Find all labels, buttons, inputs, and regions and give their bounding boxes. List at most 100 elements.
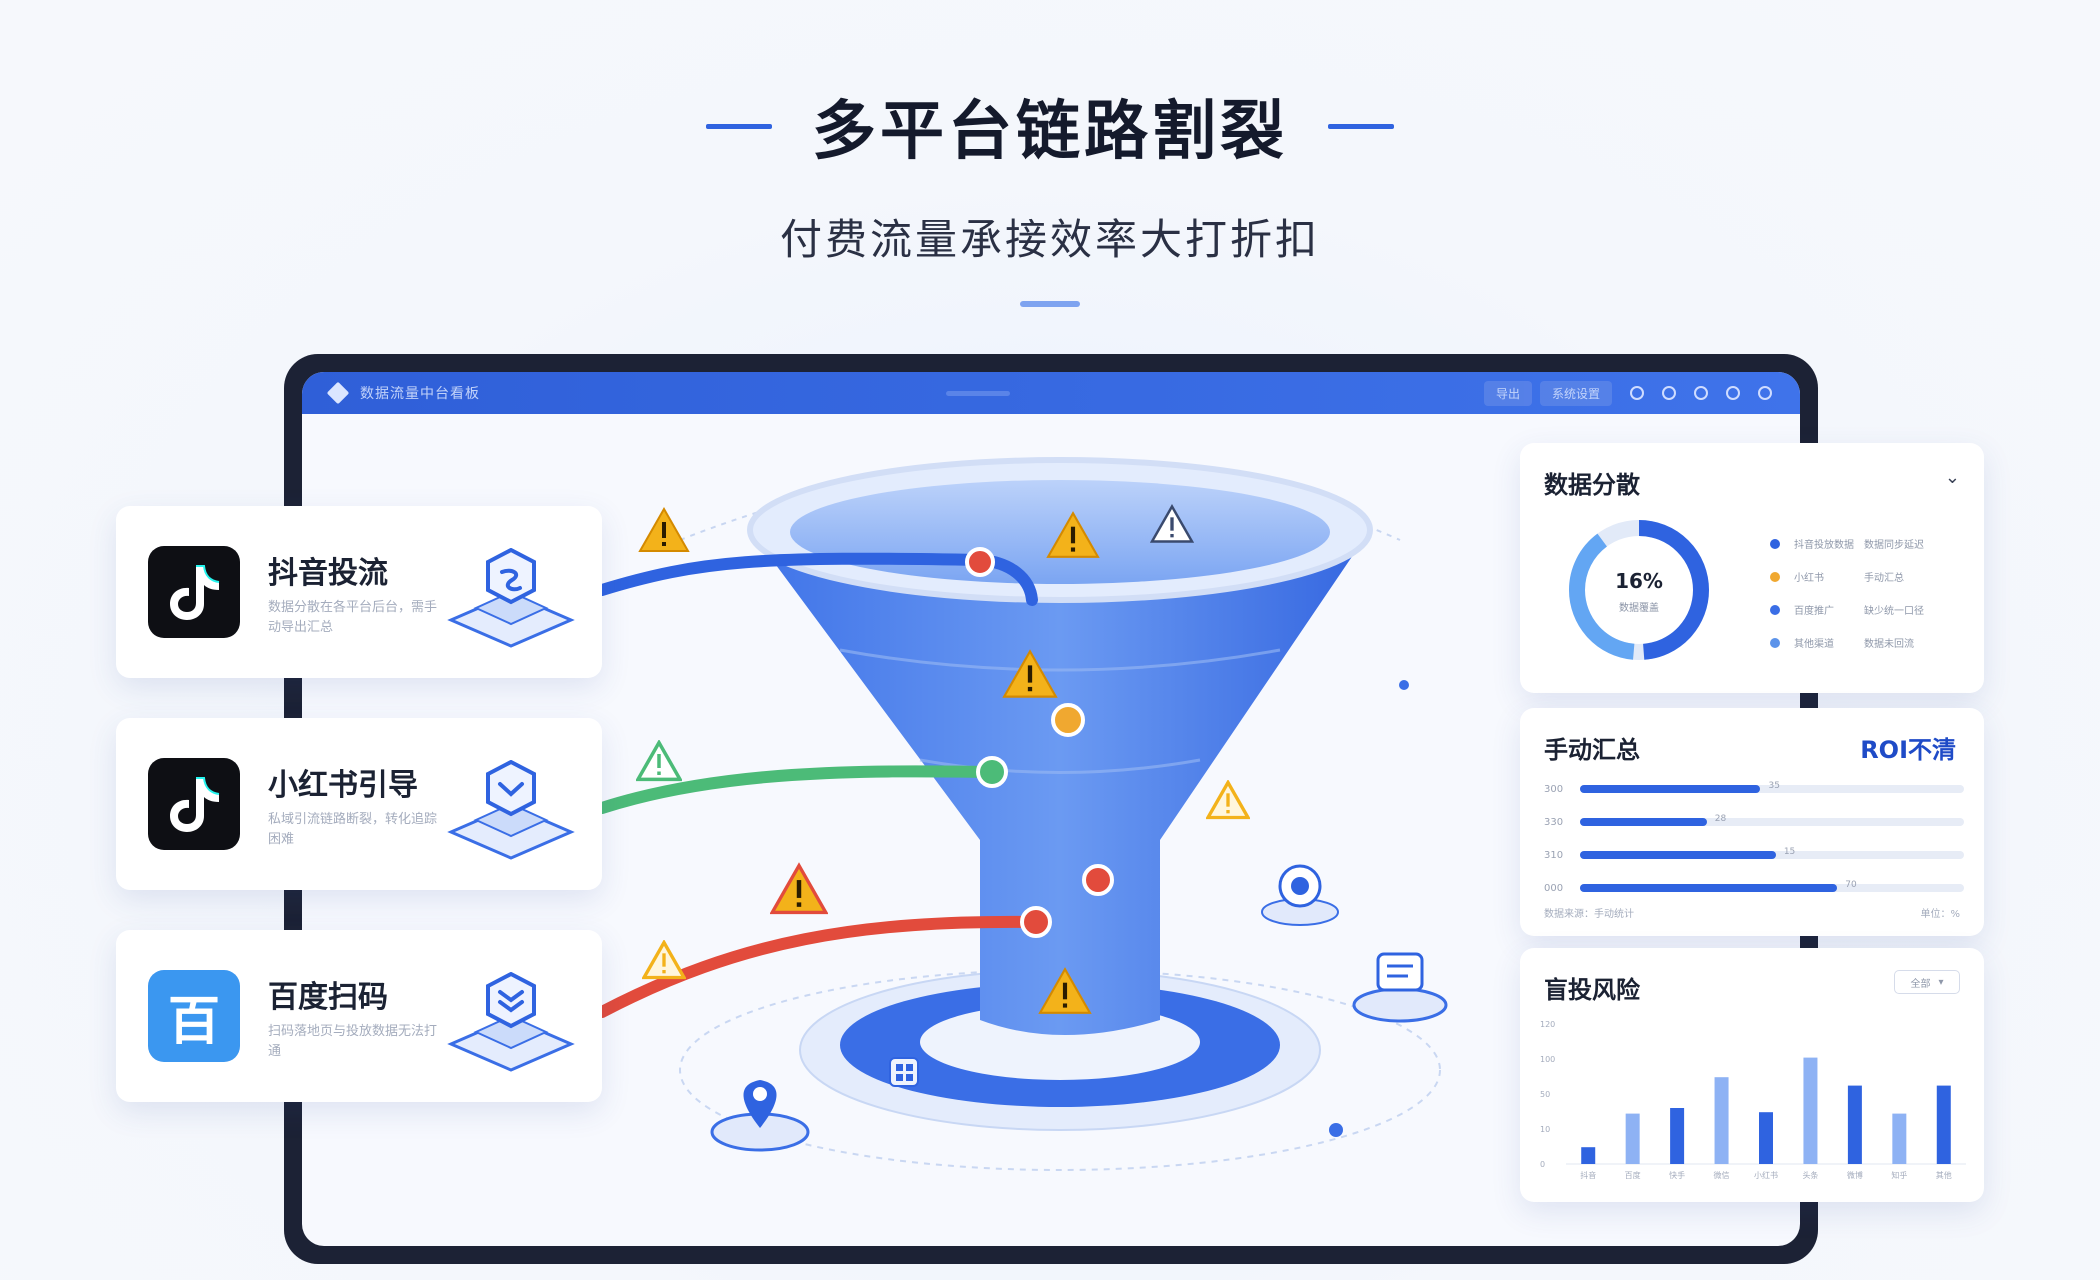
bar-label: 330 — [1544, 816, 1564, 828]
warning-outline-icon — [636, 740, 682, 782]
donut-legend: 抖音投放数据数据同步延迟小红书手动汇总百度推广缺少统一口径其他渠道数据未回流 — [1770, 527, 1960, 659]
tiktok-icon — [148, 546, 240, 638]
legend-note: 数据同步延迟 — [1864, 540, 1924, 551]
node-dot-1 — [1399, 680, 1409, 690]
location-pin-icon — [710, 1080, 810, 1152]
panel-unit: 单位：% — [1920, 909, 1960, 920]
bar-row: 310 15 — [1544, 846, 1964, 864]
bar-fill — [1580, 884, 1838, 892]
brand-logo-icon — [326, 381, 350, 405]
bar-value: 35 — [1768, 781, 1780, 791]
legend-label: 抖音投放数据 — [1794, 540, 1854, 551]
legend-note: 缺少统一口径 — [1864, 606, 1924, 617]
fullscreen-icon[interactable] — [1758, 386, 1772, 400]
bar-fill — [1580, 851, 1776, 859]
column-bar — [1936, 1085, 1951, 1164]
title-row: 多平台链路割裂 — [0, 80, 2100, 172]
warning-icon — [1002, 649, 1058, 698]
column-bar — [1892, 1113, 1907, 1164]
legend-dot — [1770, 571, 1780, 582]
x-tick-label: 微信 — [1714, 1170, 1730, 1180]
platform-card-xiaohongshu[interactable]: 小红书引导 私域引流链路断裂，转化追踪困难 — [116, 718, 602, 890]
brand-name: 数据流量中台看板 — [360, 386, 480, 402]
notification-icon[interactable] — [1694, 386, 1708, 400]
platform-desc: 数据分散在各平台后台，需手动导出汇总 — [268, 600, 438, 635]
link-cube-icon — [447, 548, 575, 648]
bar-track: 35 — [1580, 781, 1964, 793]
chevron-down-icon[interactable]: ⌄ — [1944, 467, 1960, 488]
column-bar — [1625, 1113, 1640, 1164]
panel-title: 手动汇总 — [1544, 736, 1640, 764]
x-tick-label: 头条 — [1802, 1170, 1818, 1180]
headset-icon — [1261, 864, 1339, 926]
title-line-right — [1328, 123, 1394, 129]
filter-select[interactable]: 全部 ▾ — [1894, 970, 1960, 994]
page-header: 多平台链路割裂 付费流量承接效率大打折扣 — [0, 80, 2100, 307]
platform-name: 百度扫码 — [268, 980, 388, 1015]
baidu-icon: 百 — [148, 970, 240, 1062]
legend-dot — [1770, 604, 1780, 615]
platform-card-douyin[interactable]: 抖音投流 数据分散在各平台后台，需手动导出汇总 — [116, 506, 602, 678]
column-bar — [1670, 1108, 1685, 1164]
topbar-handle — [945, 390, 1010, 396]
settings-icon[interactable] — [1630, 386, 1644, 400]
x-tick-label: 百度 — [1625, 1170, 1641, 1180]
bar-row: 000 70 — [1544, 879, 1964, 897]
bar-fill — [1580, 785, 1761, 793]
filter-select-value: 全部 — [1910, 978, 1931, 990]
caret-down-icon: ▾ — [1938, 976, 1944, 988]
column-bar — [1847, 1085, 1862, 1164]
legend-note: 数据未回流 — [1864, 639, 1914, 650]
warning-icon — [638, 506, 690, 552]
platform-name: 抖音投流 — [268, 556, 388, 591]
platform-card-baidu[interactable]: 百 百度扫码 扫码落地页与投放数据无法打通 — [116, 930, 602, 1102]
legend-label: 百度推广 — [1794, 606, 1834, 617]
platform-desc: 扫码落地页与投放数据无法打通 — [268, 1024, 438, 1059]
baidu-glyph: 百 — [167, 991, 220, 1052]
page-subtitle: 付费流量承接效率大打折扣 — [779, 215, 1320, 264]
bar-label: 310 — [1544, 849, 1564, 861]
legend-item: 抖音投放数据数据同步延迟 — [1770, 527, 1960, 560]
x-tick-label: 微博 — [1847, 1170, 1863, 1180]
panel-title: 数据分散 — [1544, 471, 1640, 499]
warning-outline-icon — [642, 940, 686, 980]
legend-note: 手动汇总 — [1864, 573, 1904, 584]
page-title: 多平台链路割裂 — [812, 95, 1288, 169]
bar-value: 15 — [1783, 847, 1796, 857]
subtitle-accent — [1020, 301, 1080, 307]
grid-app-icon — [889, 1057, 919, 1087]
title-line-left — [706, 123, 772, 129]
x-tick-label: 抖音 — [1580, 1170, 1596, 1180]
legend-dot — [1770, 637, 1780, 648]
bar-label: 000 — [1544, 882, 1564, 894]
refresh-icon[interactable] — [1662, 386, 1676, 400]
double-chevron-cube-icon — [447, 972, 575, 1072]
legend-label: 其他渠道 — [1794, 639, 1834, 650]
warning-icon — [770, 862, 828, 915]
topbar-tab-export[interactable]: 导出 — [1483, 380, 1532, 406]
warning-outline-icon — [1206, 780, 1250, 820]
bar-value: 70 — [1845, 880, 1857, 890]
column-bar — [1803, 1057, 1818, 1164]
column-bar — [1714, 1077, 1729, 1164]
y-tick-label: 10 — [1540, 1125, 1550, 1134]
topbar-tab-settings[interactable]: 系统设置 — [1539, 380, 1612, 406]
x-tick-label: 快手 — [1669, 1170, 1685, 1180]
platform-name: 小红书引导 — [268, 768, 418, 803]
tiktok-icon — [148, 758, 240, 850]
panel-data-distribution: 数据分散 ⌄ 16% 数据覆盖 抖音投放数据数据同步延迟小红书手动汇总百度推广缺… — [1520, 443, 1984, 693]
dashboard-topbar: 数据流量中台看板 导出 系统设置 — [302, 372, 1800, 414]
user-icon[interactable] — [1726, 386, 1740, 400]
platform-desc: 私域引流链路断裂，转化追踪困难 — [268, 812, 438, 847]
donut-center-value: 16% — [1615, 569, 1663, 593]
warning-icon — [1046, 511, 1100, 558]
donut-center-label: 数据覆盖 — [1619, 603, 1659, 614]
panel-title: 盲投风险 — [1544, 976, 1640, 1004]
column-bar — [1759, 1112, 1773, 1164]
x-tick-label: 知乎 — [1891, 1170, 1907, 1180]
chevron-cube-icon — [447, 760, 575, 860]
